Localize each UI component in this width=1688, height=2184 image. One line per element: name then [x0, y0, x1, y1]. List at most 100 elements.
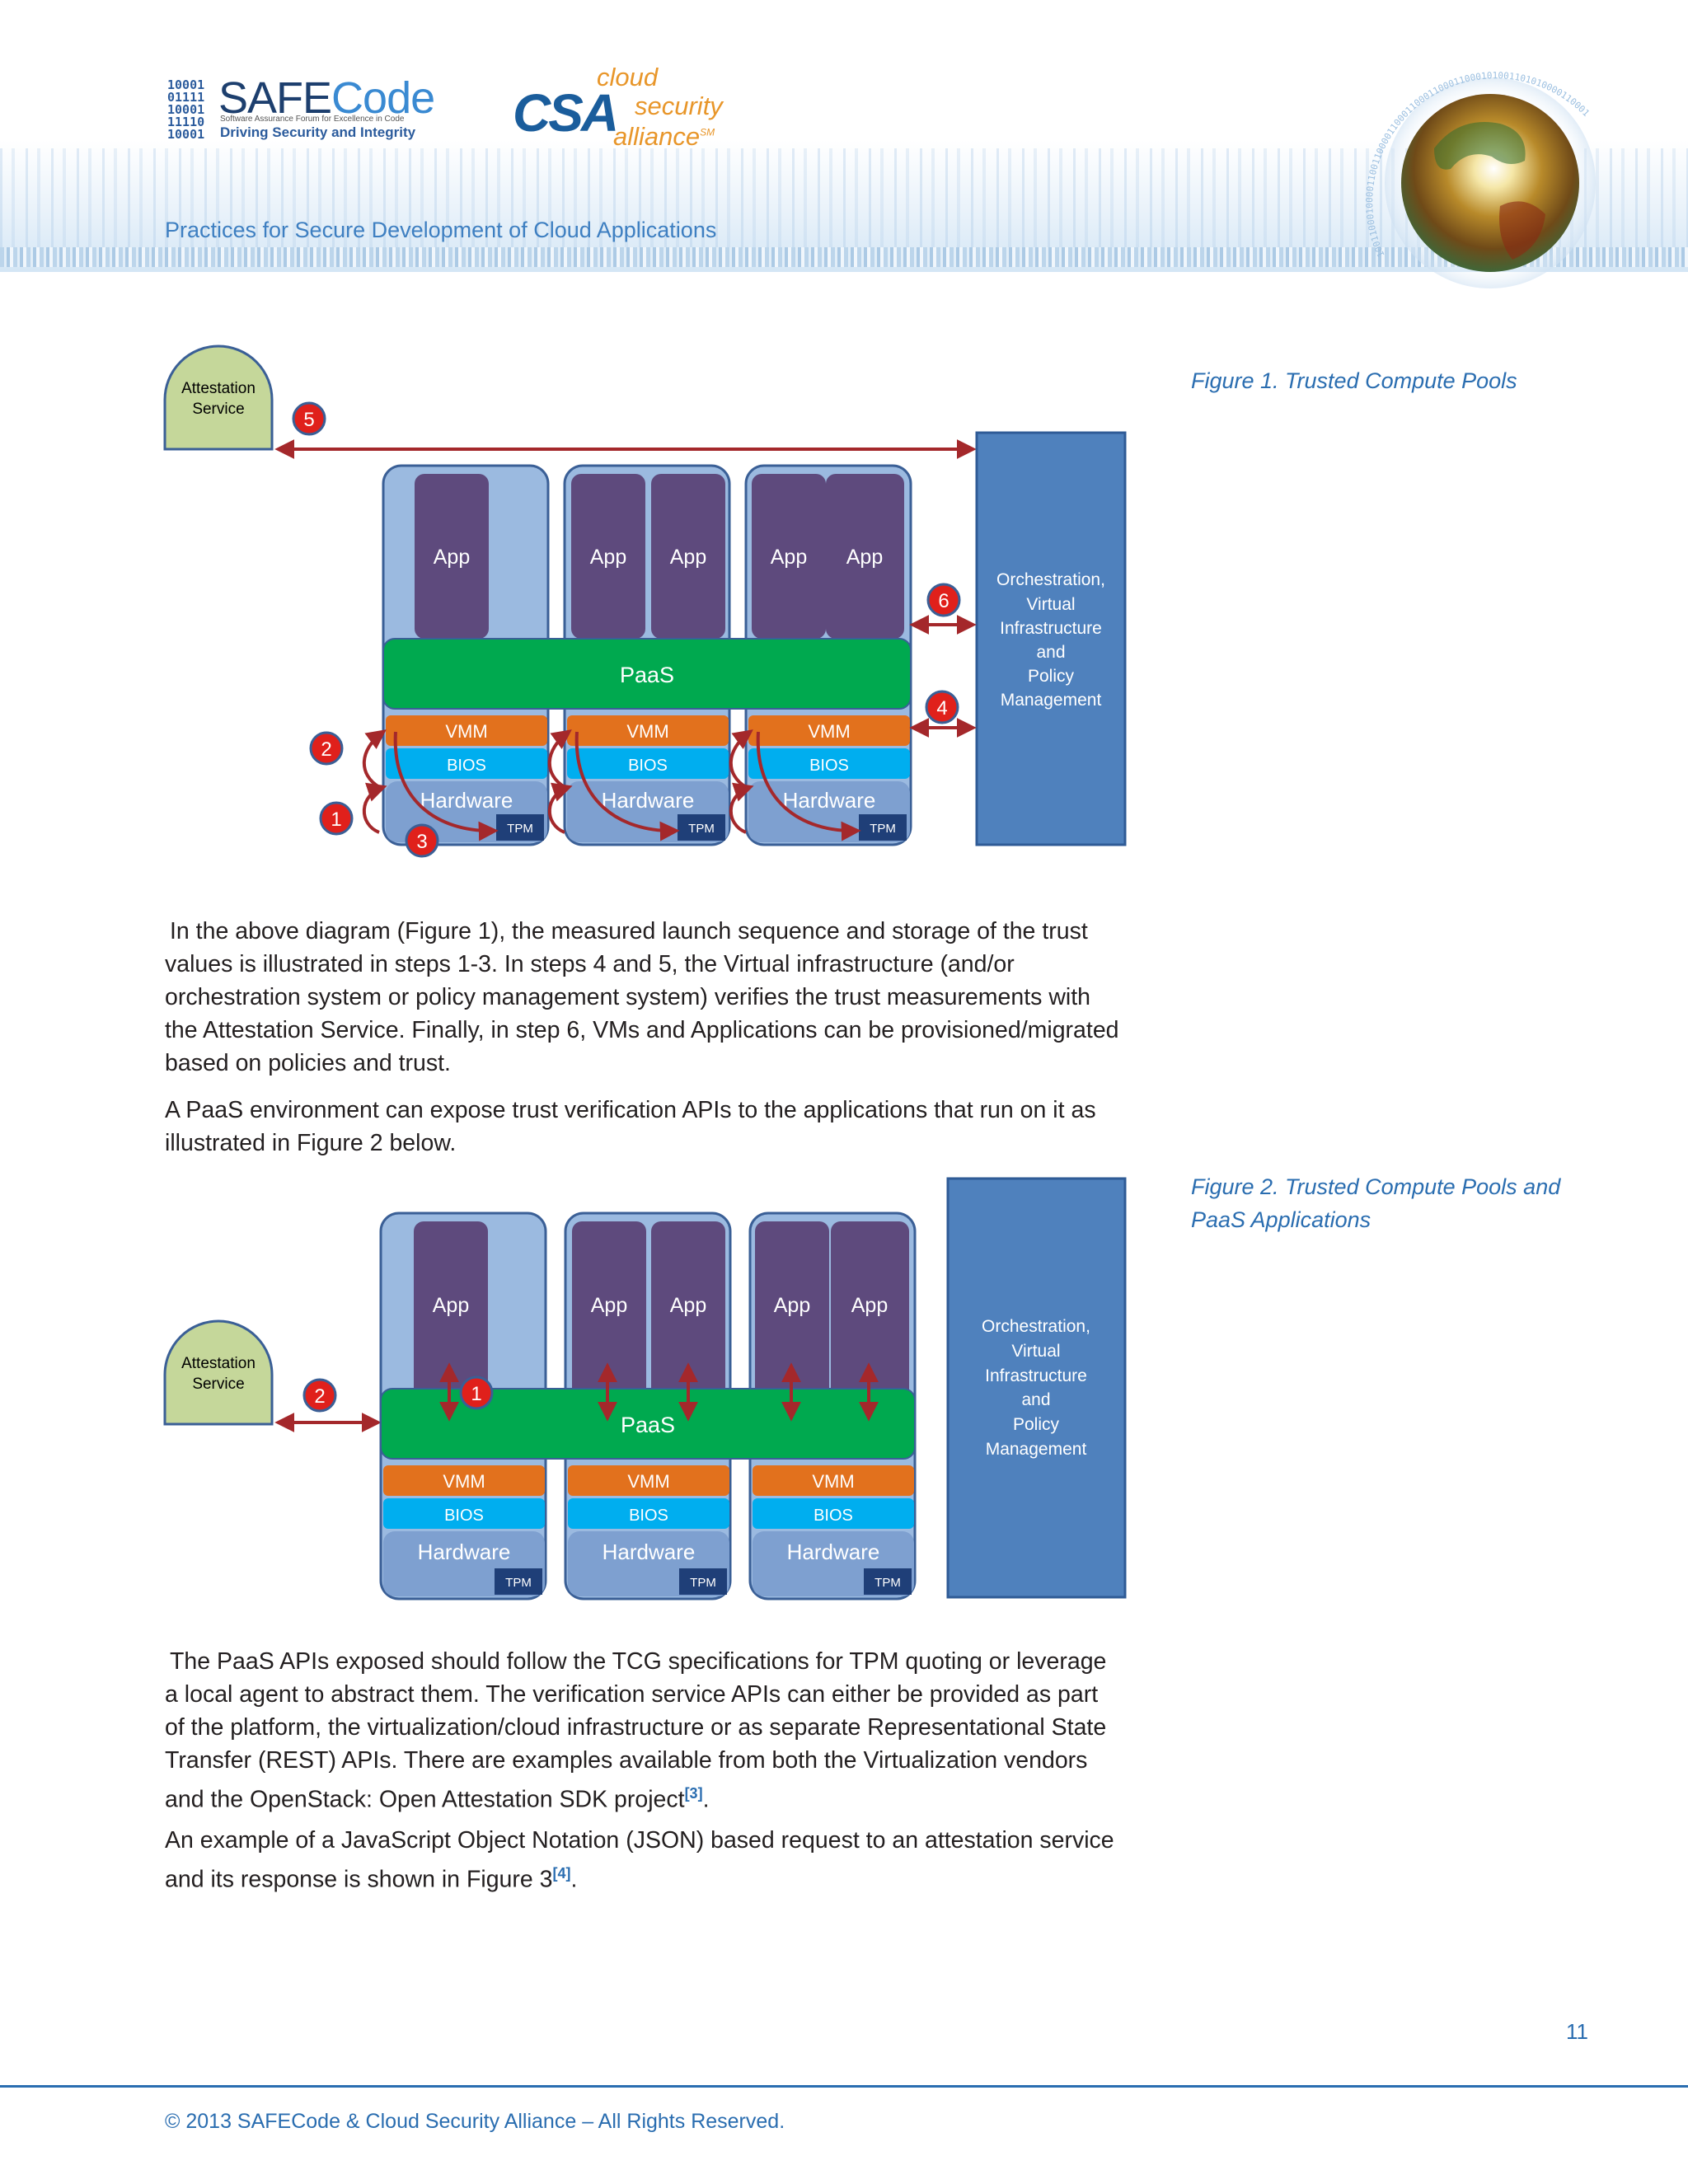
body-paragraph-3: The PaaS APIs exposed should follow the … — [165, 1648, 1107, 1813]
citation-3-link[interactable]: [3] — [684, 1785, 703, 1802]
app-label: App — [670, 546, 706, 569]
orchestration-label-line: Virtual — [1011, 1342, 1060, 1361]
globe-graphic: 1001100010000110011000011000110001100011… — [1364, 70, 1596, 288]
bios-label: BIOS — [628, 757, 668, 775]
safecode-logo-subtitle: Software Assurance Forum for Excellence … — [220, 115, 405, 124]
orchestration-label-line: and — [1036, 643, 1065, 662]
app-label: App — [433, 1294, 469, 1317]
figure1-caption: Figure 1. Trusted Compute Pools — [1191, 368, 1517, 393]
svg-text:4: 4 — [936, 697, 947, 719]
body-paragraph-2: A PaaS environment can expose trust veri… — [165, 1097, 1096, 1156]
attestation-label-line2: Service — [192, 401, 244, 418]
footer-copyright: © 2013 SAFECode & Cloud Security Allianc… — [165, 2110, 785, 2133]
step-badge-1: 1 — [319, 801, 354, 836]
orchestration-node — [975, 431, 1127, 846]
safecode-logo-tagline: Driving Security and Integrity — [220, 124, 416, 140]
svg-text:3: 3 — [416, 831, 427, 853]
attestation-label-line1: Attestation — [181, 1355, 256, 1372]
header-stripe — [0, 247, 1688, 267]
tpm-chip — [864, 1568, 912, 1595]
citation-4-link[interactable]: [4] — [552, 1865, 571, 1882]
app-label: App — [590, 546, 626, 569]
orchestration-node — [946, 1177, 1127, 1599]
step-badge-6: 6 — [926, 583, 961, 617]
tpm-chip — [859, 814, 907, 841]
attestation-label-line1: Attestation — [181, 380, 256, 397]
attestation-label-line2: Service — [192, 1376, 244, 1393]
vmm-label: VMM — [445, 721, 487, 742]
tpm-label: TPM — [507, 822, 533, 836]
figure1-diagram: Attestation Service App App App App App … — [163, 344, 1127, 858]
vmm-layer — [568, 1465, 729, 1496]
paas-layer — [382, 638, 912, 710]
orchestration-label-line: Management — [1001, 691, 1102, 710]
app-block — [571, 474, 645, 639]
svg-text:6: 6 — [938, 590, 949, 612]
app-block — [831, 1221, 909, 1407]
tpm-label: TPM — [874, 1576, 901, 1590]
attestation-service-node — [163, 344, 274, 451]
orchestration-label-line: Virtual — [1026, 595, 1075, 614]
bios-layer — [567, 748, 729, 779]
measure-arrow — [362, 782, 387, 834]
bios-layer — [568, 1498, 729, 1529]
measure-arrow — [729, 729, 753, 789]
csa-logo-mark: CSA — [513, 83, 619, 143]
svg-text:2: 2 — [314, 1385, 325, 1408]
app-label: App — [846, 546, 883, 569]
bios-label: BIOS — [629, 1507, 668, 1525]
safecode-logo-bits: 10001 01111 10001 11110 10001 — [167, 77, 205, 142]
vmm-layer — [748, 715, 910, 746]
bios-label: BIOS — [447, 757, 486, 775]
safecode-logo: 10001 01111 10001 11110 10001 SAFECode S… — [167, 73, 439, 143]
app-label: App — [591, 1294, 627, 1317]
step-badge-4: 4 — [925, 690, 959, 724]
app-block — [415, 474, 489, 639]
document-title: Practices for Secure Development of Clou… — [165, 218, 717, 242]
vmm-label: VMM — [808, 721, 850, 742]
csa-logo-alliance: allianceSM — [613, 122, 715, 151]
svg-text:1: 1 — [331, 808, 341, 831]
bios-label: BIOS — [809, 757, 849, 775]
attestation-service-node — [163, 1319, 274, 1426]
store-arrow — [756, 731, 861, 841]
figure2-caption: Figure 2. Trusted Compute Pools and PaaS… — [1191, 1174, 1561, 1232]
app-block — [651, 474, 725, 639]
hardware-label: Hardware — [420, 788, 513, 813]
hardware-label: Hardware — [787, 1540, 880, 1564]
tpm-chip — [678, 814, 725, 841]
paas-label: PaaS — [621, 1413, 675, 1437]
body-paragraph-4: An example of a JavaScript Object Notati… — [165, 1827, 1114, 1893]
csa-logo-cloud: cloud — [597, 63, 659, 91]
tpm-chip — [679, 1568, 727, 1595]
safecode-logo-wordmark: SAFECode — [218, 73, 435, 123]
app-block — [752, 474, 826, 639]
svg-text:2: 2 — [321, 738, 331, 761]
svg-text:1: 1 — [471, 1383, 481, 1405]
step-badge-5: 5 — [292, 401, 326, 436]
tpm-chip — [495, 1568, 542, 1595]
csa-logo: CSA cloud security allianceSM — [513, 63, 743, 153]
vmm-label: VMM — [627, 1471, 669, 1492]
app-label: App — [670, 1294, 706, 1317]
orchestration-label-line: Orchestration, — [982, 1317, 1090, 1336]
hardware-label: Hardware — [418, 1540, 511, 1564]
app-label: App — [771, 546, 807, 569]
store-arrow — [393, 731, 499, 841]
measure-arrow — [729, 782, 754, 834]
hardware-label: Hardware — [603, 1540, 696, 1564]
figure2-diagram: Attestation Service App App App App App … — [163, 1177, 1127, 1601]
vmm-label: VMM — [812, 1471, 854, 1492]
vmm-label: VMM — [626, 721, 668, 742]
orchestration-label-line: Infrastructure — [985, 1366, 1087, 1385]
vmm-label: VMM — [443, 1471, 485, 1492]
tpm-chip — [496, 814, 544, 841]
app-block — [755, 1221, 829, 1407]
orchestration-label-line: Policy — [1013, 1415, 1060, 1434]
bios-layer — [386, 748, 547, 779]
step-badge-2: 2 — [309, 731, 344, 766]
vmm-layer — [753, 1465, 914, 1496]
paas-label: PaaS — [620, 663, 674, 687]
vmm-layer — [383, 1465, 545, 1496]
orchestration-label-line: and — [1021, 1390, 1050, 1409]
